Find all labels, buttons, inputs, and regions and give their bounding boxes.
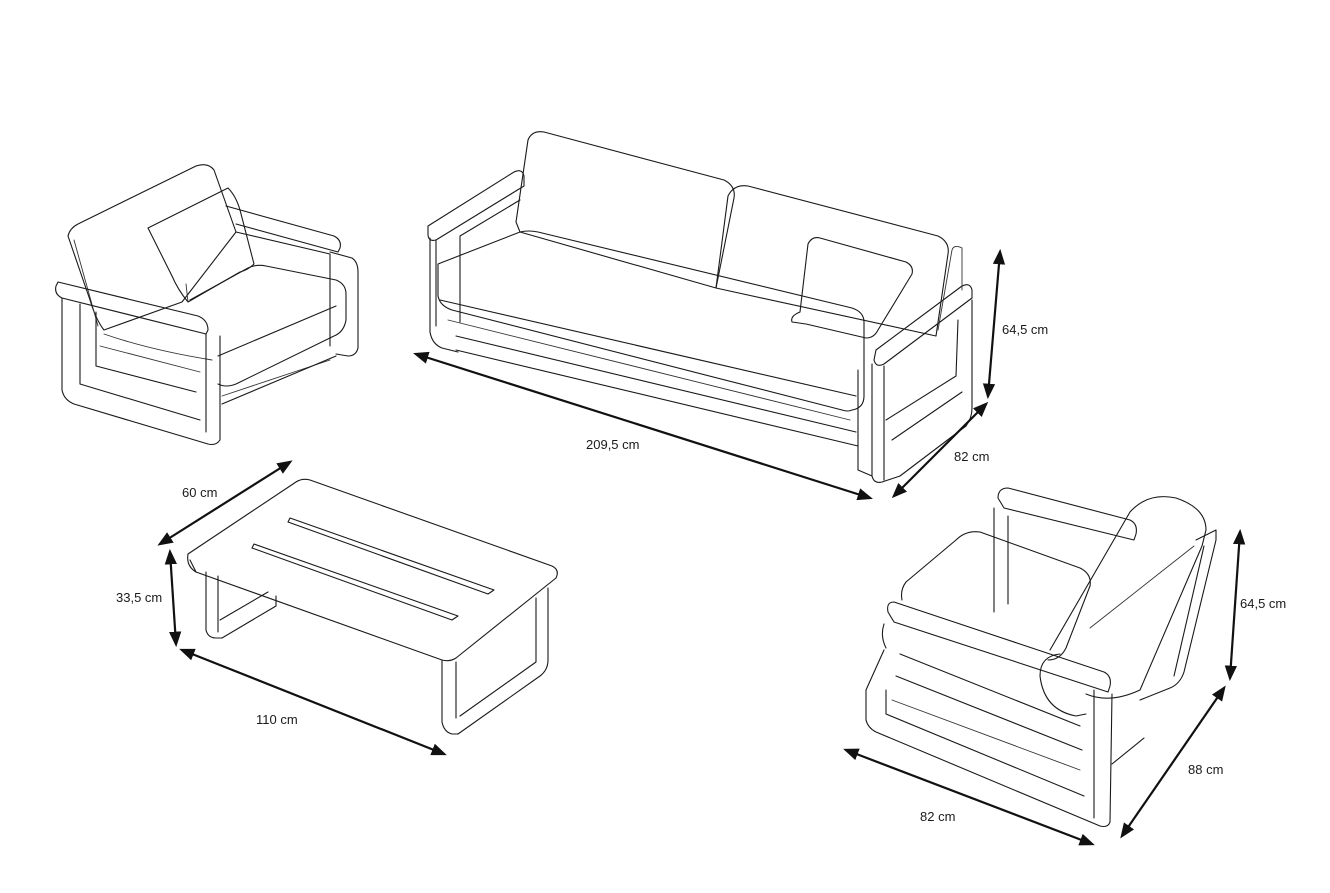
dim-arrow-table-height	[164, 548, 182, 648]
dim-arrow-table-width	[179, 648, 447, 756]
armchair-left-drawing	[55, 164, 359, 446]
label-sofa-depth: 82 cm	[954, 449, 990, 464]
dim-arrow-sofa-depth	[891, 401, 989, 499]
dimension-arrows	[157, 248, 1246, 846]
dim-arrow-chair-height	[1224, 528, 1246, 682]
dim-arrow-chair-depth	[1120, 685, 1226, 839]
label-table-width: 110 cm	[256, 712, 298, 727]
label-chair-depth: 88 cm	[1188, 762, 1224, 777]
dim-arrow-sofa-width	[413, 351, 873, 501]
dim-arrow-chair-width	[843, 748, 1095, 846]
coffee-table-drawing	[187, 478, 558, 735]
label-chair-height: 64,5 cm	[1240, 596, 1287, 611]
sofa-drawing	[427, 131, 973, 483]
label-chair-width: 82 cm	[920, 809, 956, 824]
dim-arrow-sofa-height	[982, 248, 1006, 400]
label-table-depth: 60 cm	[182, 485, 218, 500]
label-sofa-height: 64,5 cm	[1002, 322, 1049, 337]
label-table-height: 33,5 cm	[116, 590, 163, 605]
label-sofa-width: 209,5 cm	[586, 437, 640, 452]
dim-arrow-table-depth	[157, 460, 293, 546]
